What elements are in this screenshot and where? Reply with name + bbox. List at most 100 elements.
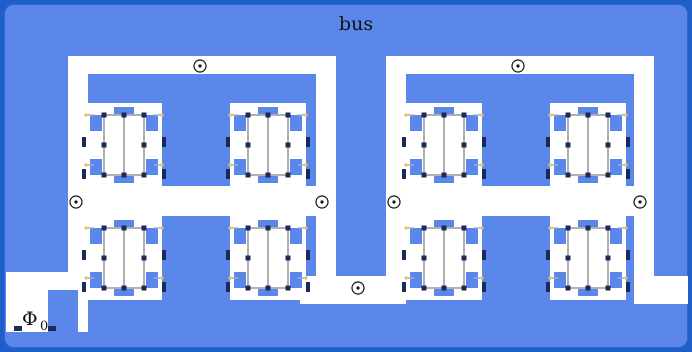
junction-icon: [101, 172, 107, 178]
cell-slot: [146, 159, 158, 175]
cell-slot: [410, 115, 422, 131]
junction-icon: [441, 285, 447, 291]
port-dot: [304, 276, 308, 280]
junction-icon: [121, 112, 127, 118]
circled-dot-icon: [69, 195, 83, 209]
terminal: [402, 282, 406, 292]
cell-slot: [610, 115, 622, 131]
port-dot: [228, 226, 232, 230]
junction-icon: [141, 142, 147, 148]
terminal: [306, 250, 310, 260]
circled-dot-icon: [315, 195, 329, 209]
junction-icon: [421, 255, 427, 261]
junction-icon: [285, 255, 291, 261]
right-outer-rail: [634, 56, 654, 304]
port-dot: [404, 163, 408, 167]
port-dot: [160, 113, 164, 117]
junction-icon: [585, 225, 591, 231]
right-exit-link: [640, 276, 688, 304]
junction-icon: [121, 172, 127, 178]
cell-slot: [258, 175, 278, 183]
cell-slot: [90, 159, 102, 175]
left-mid-rail: [68, 186, 336, 216]
terminal: [162, 169, 166, 179]
cell-slot: [610, 228, 622, 244]
port-dot: [480, 163, 484, 167]
port-dot: [624, 113, 628, 117]
junction-icon: [101, 285, 107, 291]
junction-icon: [441, 225, 447, 231]
cell-slot: [554, 228, 566, 244]
junction-icon: [441, 172, 447, 178]
cell-slot: [610, 272, 622, 288]
cell-slot: [90, 228, 102, 244]
terminal: [82, 169, 86, 179]
terminal: [626, 282, 630, 292]
circled-dot-icon: [351, 281, 365, 295]
terminal: [546, 169, 550, 179]
junction-icon: [441, 112, 447, 118]
junction-icon: [285, 285, 291, 291]
terminal: [402, 169, 406, 179]
cell-slot: [410, 228, 422, 244]
junction-icon: [141, 255, 147, 261]
junction-icon: [461, 172, 467, 178]
circled-dot-icon: [387, 195, 401, 209]
cell-slot: [146, 115, 158, 131]
junction-icon: [565, 285, 571, 291]
circled-dot-icon: [511, 59, 525, 73]
junction-icon: [565, 112, 571, 118]
junction-icon: [461, 225, 467, 231]
cell-slot: [258, 107, 278, 115]
port-dot: [304, 113, 308, 117]
junction-icon: [265, 225, 271, 231]
pad-terminal: [48, 326, 56, 331]
terminal: [226, 137, 230, 147]
junction-icon: [285, 112, 291, 118]
port-dot: [480, 226, 484, 230]
junction-icon: [565, 142, 571, 148]
qubit-cells: [82, 103, 630, 300]
cell-slot: [114, 175, 134, 183]
cell-slot: [146, 272, 158, 288]
right-mid-rail: [386, 186, 654, 216]
junction-icon: [245, 225, 251, 231]
cell-slot: [258, 220, 278, 228]
cell-slot: [434, 175, 454, 183]
junction-icon: [285, 172, 291, 178]
junction-icon: [245, 255, 251, 261]
pad-terminal: [14, 326, 22, 331]
port-dot: [404, 276, 408, 280]
port-dot: [84, 276, 88, 280]
terminal: [82, 250, 86, 260]
junction-icon: [461, 255, 467, 261]
terminal: [306, 169, 310, 179]
qubit-cell: [546, 103, 630, 187]
port-dot: [548, 276, 552, 280]
terminal: [482, 282, 486, 292]
port-dot: [304, 163, 308, 167]
junction-icon: [605, 225, 611, 231]
port-dot: [160, 163, 164, 167]
terminal: [546, 250, 550, 260]
junction-icon: [461, 142, 467, 148]
marker-dot: [516, 64, 520, 68]
cell-slot: [578, 220, 598, 228]
terminal: [82, 282, 86, 292]
port-dot: [304, 226, 308, 230]
cell-slot: [554, 115, 566, 131]
flux-subscript: 0: [40, 319, 48, 334]
port-dot: [84, 163, 88, 167]
right-inner-rail: [386, 56, 406, 276]
diagram-panel: bus Φ 0: [4, 4, 688, 348]
port-dot: [228, 163, 232, 167]
cell-slot: [290, 115, 302, 131]
terminal: [306, 137, 310, 147]
port-dot: [84, 113, 88, 117]
cell-slot: [554, 159, 566, 175]
cell-slot: [410, 159, 422, 175]
junction-icon: [101, 225, 107, 231]
metal-regions: [6, 56, 688, 332]
marker-dot: [392, 200, 396, 204]
cell-slot: [410, 272, 422, 288]
